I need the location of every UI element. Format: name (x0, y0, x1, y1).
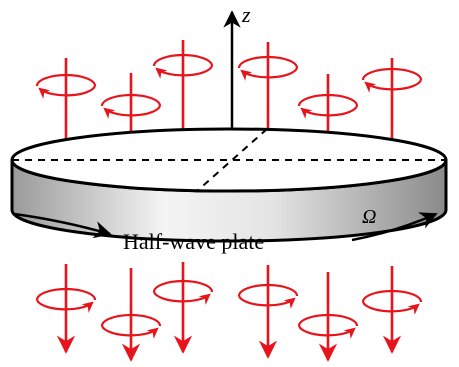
polarization-ring-front (155, 65, 214, 79)
beam-transmitted-6 (361, 266, 423, 354)
polarization-ring-front (152, 291, 211, 305)
rotation-arrow-right (351, 212, 438, 242)
z-axis-label: z (241, 2, 251, 27)
polarization-ring-front (103, 105, 162, 119)
polarization-ring-front (38, 85, 97, 99)
beam-transmitted-5 (297, 272, 359, 362)
beam-transmitted-4 (237, 265, 299, 359)
incident-beams (35, 40, 423, 188)
beam-transmitted-1 (35, 264, 97, 354)
polarization-ring-front (237, 295, 296, 309)
beam-transmitted-3 (152, 262, 214, 354)
rotation-arrow-left (13, 212, 112, 239)
plate-label: Half-wave plate (123, 229, 264, 254)
half-wave-plate: Half-wave plate Ω (10, 127, 448, 254)
beam-transmitted-2 (100, 268, 162, 362)
transmitted-beams (35, 262, 423, 362)
polarization-ring-front (100, 325, 159, 339)
polarization-ring-front (364, 79, 423, 93)
polarization-ring-front (35, 299, 94, 313)
polarization-ring-front (240, 67, 299, 81)
polarization-ring-front (300, 105, 359, 119)
polarization-ring-front (297, 325, 356, 339)
rotation-symbol: Ω (362, 206, 376, 228)
plate-diameter-diagonal (195, 128, 268, 193)
polarization-ring-front (361, 301, 420, 315)
